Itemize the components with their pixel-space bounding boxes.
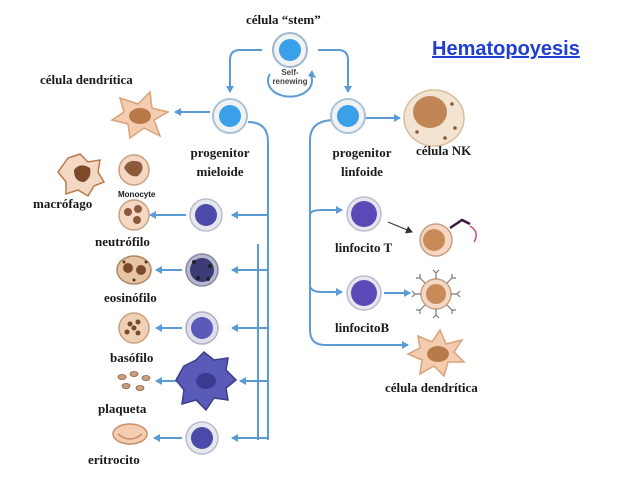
platelets bbox=[117, 371, 151, 391]
megakaryocyte-cell bbox=[175, 350, 238, 412]
label-stem-cell: célula “stem” bbox=[246, 12, 321, 27]
myeloid-progenitor-cell bbox=[212, 98, 248, 134]
erythroblast-cell bbox=[185, 421, 219, 455]
arrow-to-t-cell bbox=[309, 206, 343, 216]
label-basophil: basófilo bbox=[110, 350, 154, 365]
label-lymphoid-progenitor: progenitor linfoide bbox=[332, 145, 392, 179]
stem-cell bbox=[272, 32, 308, 68]
lymphoid-progenitor-cell bbox=[330, 98, 366, 134]
label-monocyte: Monocyte bbox=[118, 190, 156, 199]
basophil-precursor-cell bbox=[185, 311, 219, 345]
t-effector-cell bbox=[419, 218, 477, 257]
label-erythrocyte: eritrocito bbox=[88, 452, 140, 467]
label-myeloid-progenitor: progenitor mieloide bbox=[190, 145, 250, 179]
eosinophil-cell bbox=[116, 255, 152, 285]
label-dendritic-bottom: célula dendrítica bbox=[385, 380, 478, 395]
myeloblast-cell bbox=[189, 198, 223, 232]
label-macrophage: macrófago bbox=[33, 196, 93, 211]
label-self-renewing: Self- renewing bbox=[272, 68, 308, 86]
lymphoid-trunk bbox=[309, 119, 409, 349]
label-nk-cell: célula NK bbox=[416, 143, 472, 158]
arrow-to-b-cell bbox=[309, 284, 343, 296]
arrow-stem-to-lymphoid bbox=[318, 49, 352, 93]
neutrophil-cell bbox=[118, 199, 150, 231]
b-lymphocyte-cell bbox=[346, 275, 382, 311]
arrow-stem-to-myeloid bbox=[226, 49, 262, 93]
plasma-cell bbox=[411, 269, 461, 319]
arrow-t-cell-to-effector bbox=[387, 221, 413, 234]
label-dendritic-top: célula dendrítica bbox=[40, 72, 133, 87]
arrows bbox=[149, 49, 411, 442]
label-t-lymphocyte: linfocito T bbox=[335, 240, 393, 255]
basophil-cell bbox=[118, 312, 150, 344]
t-lymphocyte-cell bbox=[346, 196, 382, 232]
dendritic-cell-top bbox=[110, 90, 170, 140]
nk-cell bbox=[403, 89, 465, 147]
self-renewing-badge bbox=[267, 70, 316, 98]
erythrocyte-cell bbox=[112, 423, 148, 445]
monocyte-cell bbox=[118, 154, 150, 186]
macrophage-cell bbox=[57, 153, 106, 198]
dendritic-cell-bottom bbox=[406, 328, 466, 378]
diagram-title: Hematopoyesis bbox=[432, 38, 580, 60]
myeloid-trunk bbox=[247, 121, 269, 440]
label-b-lymphocyte: linfocitoB bbox=[335, 320, 390, 335]
eosinophil-precursor-cell bbox=[185, 253, 219, 287]
label-neutrophil: neutrófilo bbox=[95, 234, 150, 249]
label-eosinophil: eosinófilo bbox=[104, 290, 157, 305]
label-platelet: plaqueta bbox=[98, 401, 147, 416]
